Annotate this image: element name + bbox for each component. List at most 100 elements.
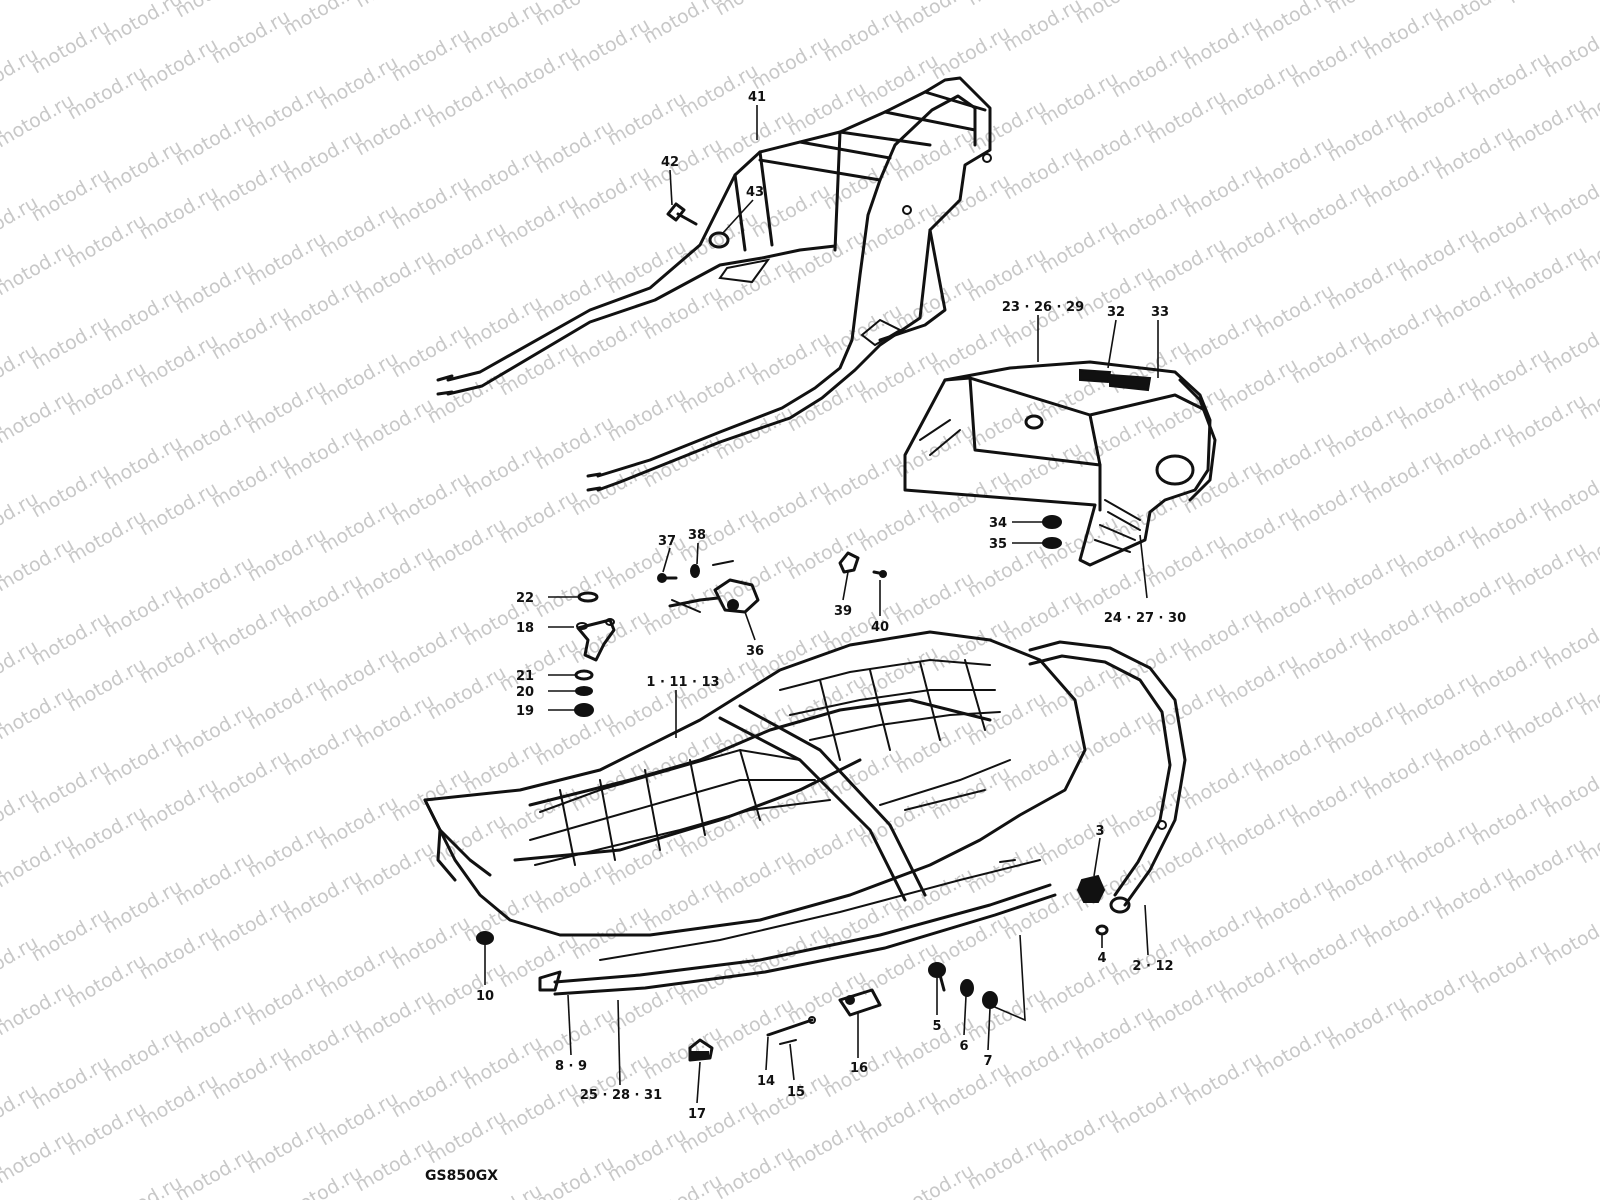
- callout-label: 7: [983, 1054, 992, 1069]
- watermark-text: motod.ru: [1288, 326, 1374, 389]
- watermark-text: motod.ru: [244, 524, 330, 587]
- watermark-text: motod.ru: [1252, 1020, 1338, 1083]
- watermark-text: motod.ru: [424, 1106, 510, 1169]
- watermark-text: motod.ru: [1468, 492, 1554, 555]
- watermark-text: motod.ru: [784, 78, 870, 141]
- watermark-text: motod.ru: [532, 708, 618, 771]
- watermark-text: motod.ru: [1180, 604, 1266, 667]
- watermark-text: motod.ru: [964, 244, 1050, 307]
- watermark-text: motod.ru: [352, 1134, 438, 1197]
- watermark-text: motod.ru: [64, 1098, 150, 1161]
- watermark-text: motod.ru: [640, 1022, 726, 1085]
- grommet-35: [1043, 538, 1061, 548]
- watermark-text: motod.ru: [1324, 400, 1410, 463]
- watermark-text: motod.ru: [604, 1124, 690, 1187]
- watermark-text: motod.ru: [928, 1058, 1014, 1121]
- watermark-text: motod.ru: [1144, 86, 1230, 149]
- watermark-text: motod.ru: [64, 802, 150, 865]
- watermark-text: motod.ru: [316, 644, 402, 707]
- washer-20: [576, 687, 592, 695]
- watermark-text: motod.ru: [676, 356, 762, 419]
- callout-label: 21: [516, 669, 534, 684]
- watermark-text: motod.ru: [1288, 30, 1374, 93]
- watermark-text: motod.ru: [1468, 48, 1554, 111]
- watermark-text: motod.ru: [460, 736, 546, 799]
- watermark-text: motod.ru: [1468, 936, 1554, 999]
- watermark-text: motod.ru: [1360, 2, 1446, 65]
- watermark-text: motod.ru: [1504, 686, 1590, 749]
- watermark-text: motod.ru: [316, 496, 402, 559]
- watermark-text: motod.ru: [316, 200, 402, 263]
- watermark-text: motod.ru: [1000, 734, 1086, 797]
- watermark-text: motod.ru: [1144, 678, 1230, 741]
- watermark-text: motod.ru: [1252, 280, 1338, 343]
- watermark-text: motod.ru: [208, 1042, 294, 1105]
- watermark-text: motod.ru: [568, 310, 654, 373]
- watermark-text: motod.ru: [784, 966, 870, 1029]
- watermark-text: motod.ru: [820, 152, 906, 215]
- watermark-text: motod.ru: [1360, 150, 1446, 213]
- watermark-text: motod.ru: [1396, 816, 1482, 879]
- watermark-text: motod.ru: [1108, 40, 1194, 103]
- watermark-text: motod.ru: [28, 756, 114, 819]
- watermark-text: motod.ru: [1288, 622, 1374, 685]
- watermark-text: motod.ru: [532, 116, 618, 179]
- watermark-text: motod.ru: [1252, 132, 1338, 195]
- watermark-text: motod.ru: [316, 940, 402, 1003]
- watermark-text: motod.ru: [244, 80, 330, 143]
- watermark-text: motod.ru: [1396, 668, 1482, 731]
- watermark-text: motod.ru: [244, 820, 330, 883]
- watermark-text: motod.ru: [1072, 0, 1158, 28]
- watermark-text: motod.ru: [1144, 382, 1230, 445]
- watermark-text: motod.ru: [0, 0, 78, 4]
- watermark-text: motod.ru: [244, 1116, 330, 1179]
- watermark-text: motod.ru: [136, 774, 222, 837]
- watermark-text: motod.ru: [64, 654, 150, 717]
- watermark-text: motod.ru: [1252, 428, 1338, 491]
- watermark-text: motod.ru: [1468, 344, 1554, 407]
- watermark-text: motod.ru: [1180, 752, 1266, 815]
- watermark-text: motod.ru: [1180, 12, 1266, 75]
- watermark-text: motod.ru: [1468, 640, 1554, 703]
- watermark-text: motod.ru: [1324, 696, 1410, 759]
- watermark-text: motod.ru: [892, 716, 978, 779]
- watermark-text: motod.ru: [964, 984, 1050, 1047]
- watermark-text: motod.ru: [748, 32, 834, 95]
- watermark-text: motod.ru: [244, 968, 330, 1031]
- watermark-text: motod.ru: [1252, 0, 1338, 46]
- watermark-text: motod.ru: [712, 0, 798, 20]
- watermark-text: motod.ru: [1216, 58, 1302, 121]
- watermark-text: motod.ru: [1504, 242, 1590, 305]
- watermark-text: motod.ru: [568, 162, 654, 225]
- watermark-text: motod.ru: [28, 164, 114, 227]
- watermark-text: motod.ru: [568, 902, 654, 965]
- watermark-text: motod.ru: [640, 430, 726, 493]
- watermark-text: motod.ru: [1072, 706, 1158, 769]
- watermark-text: motod.ru: [1540, 612, 1600, 675]
- watermark-text: motod.ru: [1504, 0, 1590, 8]
- watermark-text: motod.ru: [172, 552, 258, 615]
- watermark-text: motod.ru: [1540, 908, 1600, 971]
- watermark-text: motod.ru: [856, 494, 942, 557]
- watermark-text: motod.ru: [172, 1144, 258, 1200]
- watermark-text: motod.ru: [496, 634, 582, 697]
- watermark-text: motod.ru: [460, 144, 546, 207]
- watermark-text: motod.ru: [352, 394, 438, 457]
- watermark-text: motod.ru: [1396, 964, 1482, 1027]
- watermark-text: motod.ru: [1324, 104, 1410, 167]
- watermark-text: motod.ru: [1432, 566, 1518, 629]
- watermark-text: motod.ru: [28, 460, 114, 523]
- callout-label: 10: [476, 989, 494, 1004]
- watermark-text: motod.ru: [964, 1132, 1050, 1195]
- watermark-text: motod.ru: [388, 616, 474, 679]
- watermark-text: motod.ru: [892, 568, 978, 631]
- watermark-text: motod.ru: [1324, 844, 1410, 907]
- watermark-text: motod.ru: [604, 88, 690, 151]
- watermark-text: motod.ru: [1288, 918, 1374, 981]
- callout-label: 22: [516, 591, 534, 606]
- callout-label: 5: [932, 1019, 941, 1034]
- watermark-text: motod.ru: [1432, 270, 1518, 333]
- watermark-text: motod.ru: [208, 154, 294, 217]
